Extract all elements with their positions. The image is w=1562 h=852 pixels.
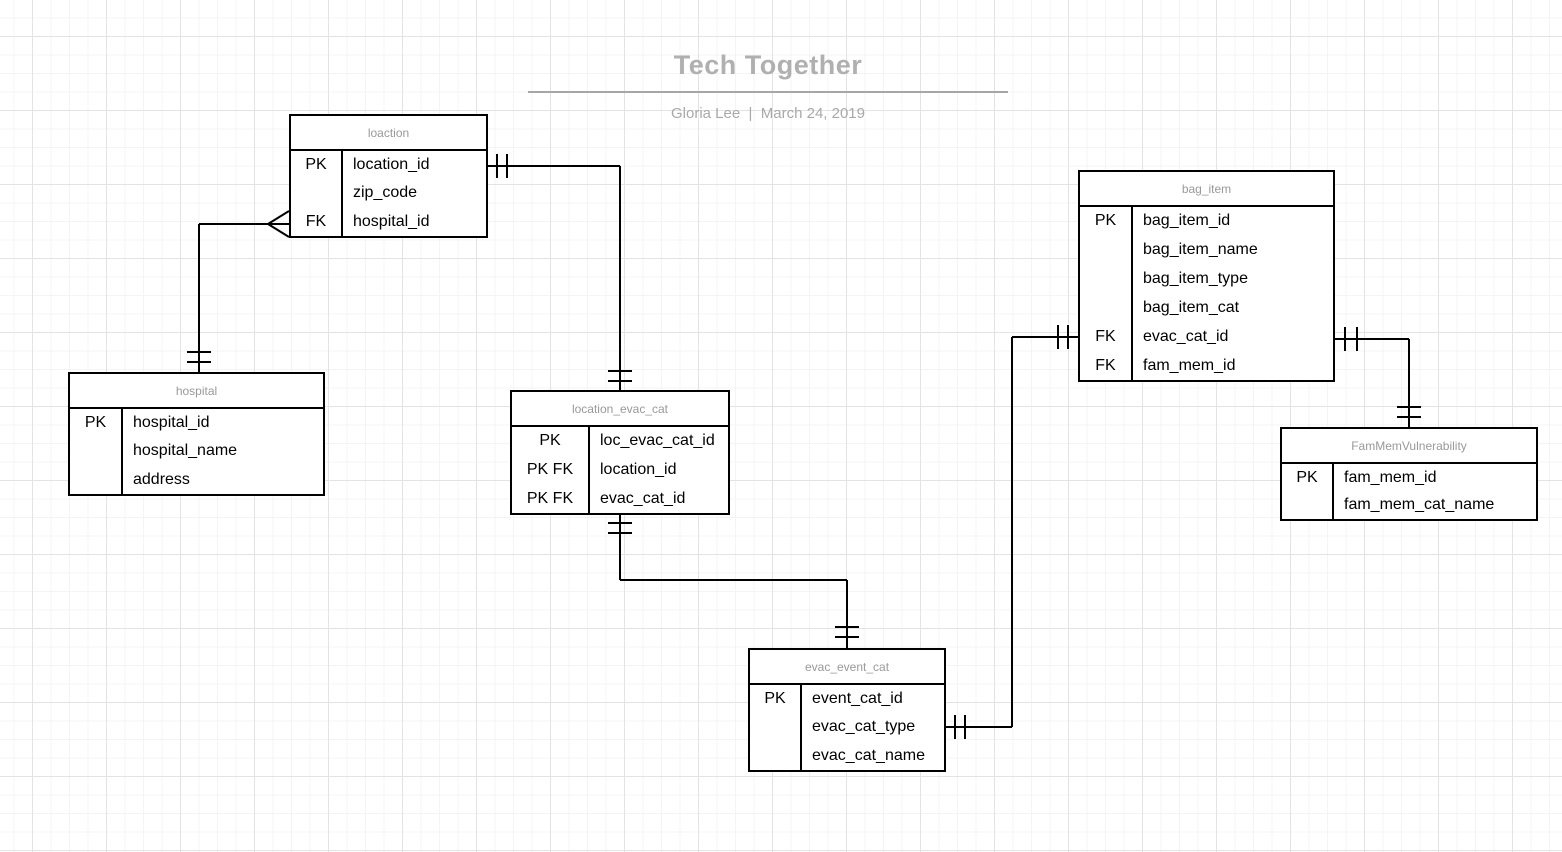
row-key-label [1282,491,1334,519]
row-key-label: PK [512,427,590,456]
table-row: PK loc_evac_cat_id [512,427,728,456]
table-title: FamMemVulnerability [1282,429,1536,464]
diagram-subtitle: Gloria Lee | March 24, 2019 [670,105,865,122]
row-key-label [291,179,343,208]
connector-segment [267,223,290,238]
row-field-name: evac_cat_id [1143,327,1229,345]
row-field-name: hospital_name [133,442,238,460]
row-field-name: address [133,470,190,488]
diagram-title-block: Tech Together Gloria Lee | March 24, 201… [528,50,1008,122]
table-row: bag_item_name [1080,235,1333,265]
row-key-label [1080,235,1133,265]
row-field-name: fam_mem_id [1344,468,1437,486]
table-row: PK FK location_id [512,455,728,485]
row-field-name: evac_cat_type [812,718,916,736]
table-row: PK hospital_id [70,409,323,438]
table-row: hospital_name [70,437,323,466]
table-title: hospital [70,374,323,409]
table-row: PK fam_mem_id [1282,464,1536,492]
table-row: PK location_id [291,151,486,180]
table-body: PK event_cat_id evac_cat_type evac_cat_name [750,685,944,770]
row-field-name: bag_item_name [1143,241,1258,259]
row-key-label: PK [70,409,123,438]
row-key-label: FK [1080,351,1133,380]
row-field-name: loc_evac_cat_id [600,432,715,450]
row-key-label: PK FK [512,455,590,485]
row-key-label [1080,293,1133,323]
row-field-name: hospital_id [353,212,430,230]
row-field-name: bag_item_cat [1143,298,1240,316]
row-key-label: PK [1080,207,1133,236]
table-row: evac_cat_type [750,713,944,742]
row-key-label: FK [1080,322,1133,352]
table-row: zip_code [291,179,486,208]
connector-location_evac_cat-evac_event_cat[interactable] [608,515,859,648]
row-key-label [1080,264,1133,294]
row-field-name: evac_cat_id [600,489,686,507]
row-key-label: FK [291,207,343,236]
table-row: fam_mem_cat_name [1282,491,1536,519]
row-key-label: PK [291,151,343,180]
row-key-label: PK FK [512,484,590,514]
row-field-name: location_id [600,461,677,478]
row-key-label [750,741,802,770]
table-row: PK event_cat_id [750,685,944,714]
table-row: bag_item_type [1080,264,1333,294]
row-key-label [70,437,123,466]
table-title: location_evac_cat [512,392,728,427]
table-title: bag_item [1080,172,1333,207]
row-field-name: event_cat_id [812,690,903,708]
row-key-label: PK [1282,464,1334,492]
table-row: evac_cat_name [750,741,944,770]
table-row: bag_item_cat [1080,293,1333,323]
row-field-name: evac_cat_name [812,746,925,764]
row-field-name: bag_item_id [1143,212,1231,230]
connector-hospital-loaction[interactable] [187,210,290,372]
row-key-label: PK [750,685,802,714]
table-title: loaction [291,116,486,151]
connector-evac_event_cat-bag_item[interactable] [946,325,1078,739]
table-row: PK FK evac_cat_id [512,484,728,514]
row-key-label [70,465,123,494]
table-body: PK loc_evac_cat_id PK FK location_id PK FK ev… [512,427,728,514]
row-key-label [750,713,802,742]
row-field-name: location_id [353,156,430,174]
row-field-name: fam_mem_cat_name [1344,496,1495,514]
table-title: evac_event_cat [750,650,944,685]
connector-loaction-location_evac_cat[interactable] [488,154,632,390]
table-row: PK bag_item_id [1080,207,1333,236]
table-row: address [70,465,323,494]
connector-segment [267,210,290,225]
row-field-name: zip_code [353,184,418,202]
row-field-name: bag_item_type [1143,270,1248,288]
connector-bag_item-FamMemVulnerability[interactable] [1335,327,1421,427]
row-field-name: hospital_id [133,414,210,432]
table-row: FK hospital_id [291,207,486,236]
row-field-name: fam_mem_id [1143,356,1236,374]
table-row: FK fam_mem_id [1080,351,1333,380]
title-divider-line [528,91,1008,93]
table-row: FK evac_cat_id [1080,322,1333,352]
diagram-title: Tech Together [673,50,863,80]
table-body: PK fam_mem_id fam_mem_cat_name [1282,464,1536,519]
